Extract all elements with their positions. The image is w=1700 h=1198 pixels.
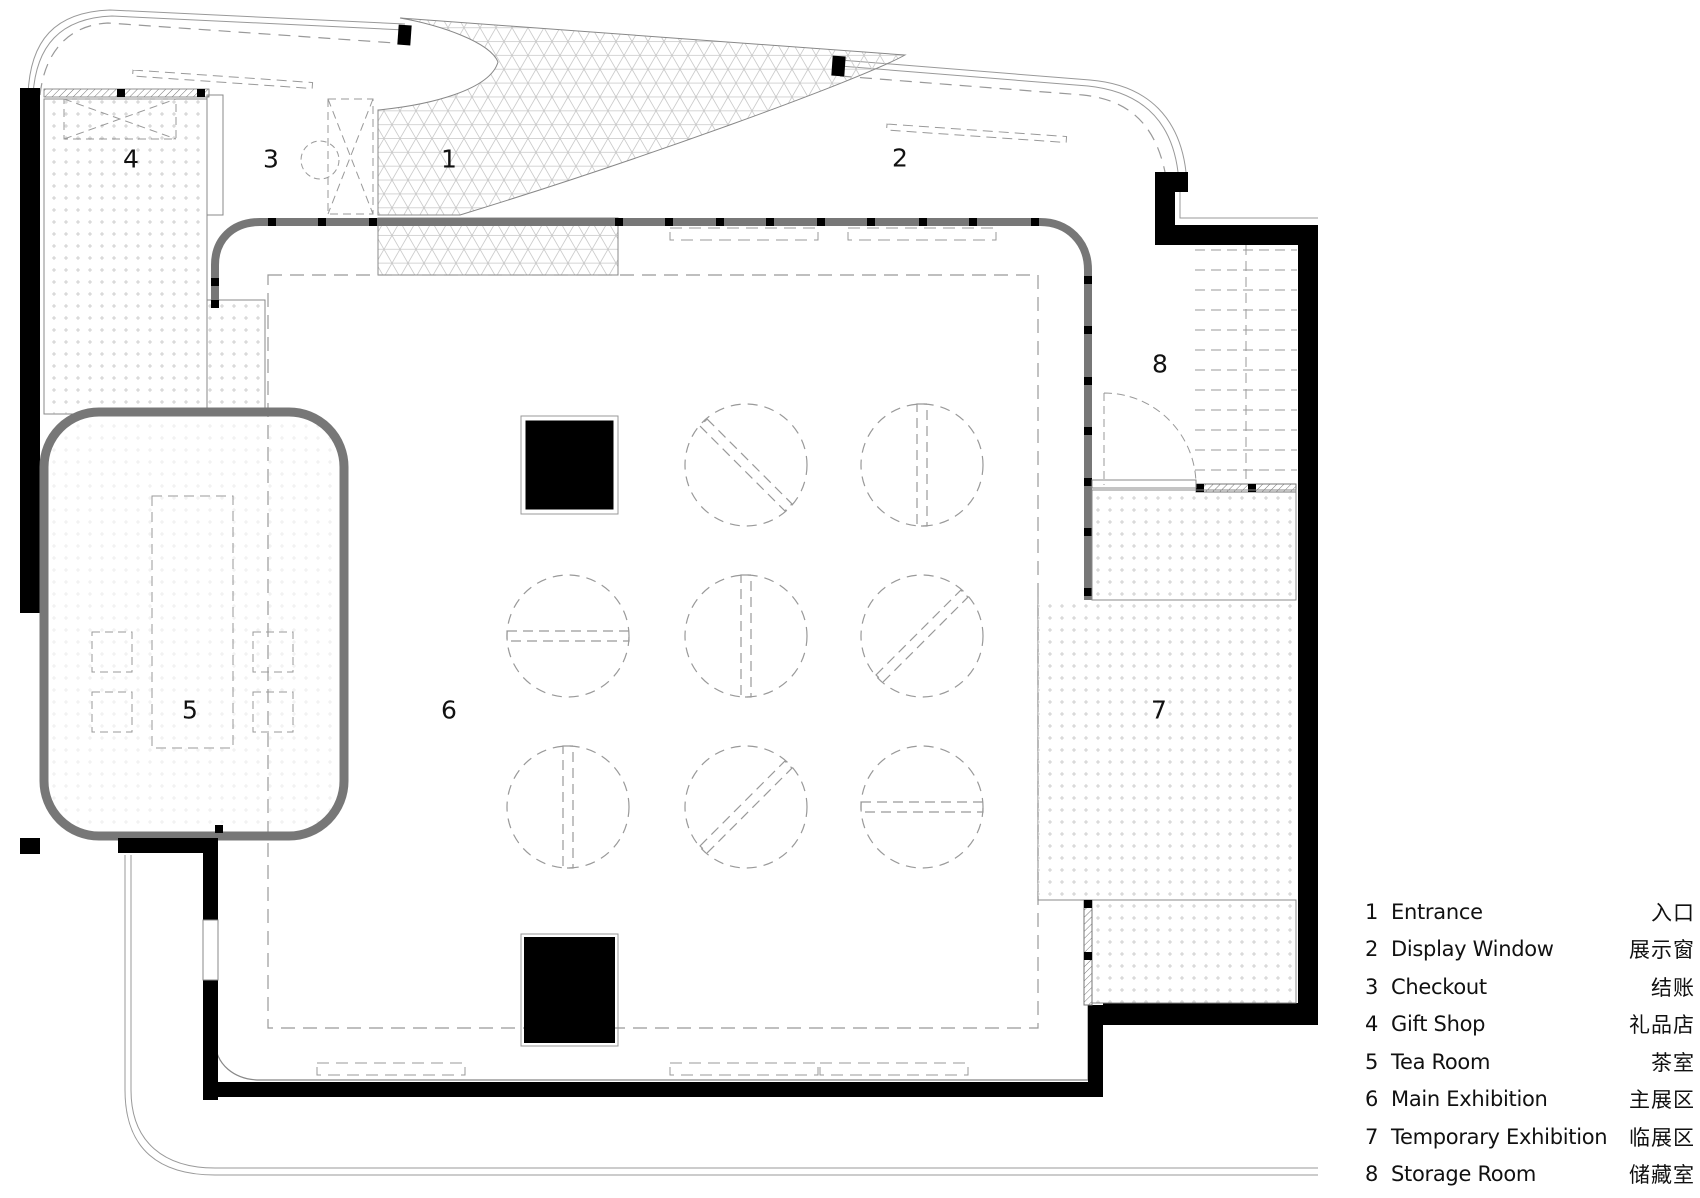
legend-number: 6 — [1365, 1087, 1379, 1112]
wall-west — [20, 88, 40, 613]
facade-outline — [27, 9, 1318, 1176]
legend-item: 2 Display Window 展示窗 — [1365, 931, 1695, 969]
entrance-floor — [377, 17, 907, 216]
legend-number: 4 — [1365, 1012, 1379, 1037]
legend: 1 Entrance 入口 2 Display Window 展示窗 3 Che… — [1365, 893, 1695, 1193]
legend-number: 8 — [1365, 1162, 1379, 1187]
room-label-7: 7 — [1151, 695, 1167, 725]
legend-label-en: Storage Room — [1391, 1162, 1537, 1187]
room-label-6: 6 — [441, 695, 457, 725]
legend-item: 4 Gift Shop 礼品店 — [1365, 1006, 1695, 1044]
legend-label-zh: 结账 — [1651, 975, 1695, 1000]
legend-label-zh: 入口 — [1651, 900, 1695, 925]
legend-label-en: Gift Shop — [1391, 1012, 1486, 1037]
legend-item: 5 Tea Room 茶室 — [1365, 1043, 1695, 1081]
storage-shelves — [1195, 245, 1297, 485]
legend-label-en: Main Exhibition — [1391, 1087, 1548, 1112]
legend-label-zh: 礼品店 — [1629, 1013, 1695, 1038]
display-frames — [132, 69, 1068, 144]
room-label-8: 8 — [1152, 349, 1168, 379]
pedestal-bottom — [524, 937, 615, 1043]
entrance-threshold — [377, 217, 619, 276]
room-label-3: 3 — [263, 144, 279, 174]
legend-label-zh: 茶室 — [1651, 1050, 1695, 1075]
legend-number: 7 — [1365, 1124, 1379, 1149]
legend-label-zh: 展示窗 — [1629, 938, 1695, 963]
exhibit-zone-dashed — [267, 274, 1039, 1029]
legend-item: 1 Entrance 入口 — [1365, 893, 1695, 931]
tea-room — [39, 407, 349, 841]
tea-table — [151, 495, 234, 749]
pedestal-top — [522, 417, 617, 513]
wall-south — [203, 1082, 1103, 1097]
legend-label-zh: 主展区 — [1629, 1088, 1695, 1113]
legend-number: 1 — [1365, 899, 1379, 924]
column-posts — [211, 218, 1092, 596]
facade-dashed — [39, 22, 1166, 173]
gift-shop-counter — [63, 98, 177, 140]
legend-item: 6 Main Exhibition 主展区 — [1365, 1081, 1695, 1119]
legend-number: 3 — [1365, 974, 1379, 999]
legend-label-en: Tea Room — [1391, 1049, 1491, 1074]
room-label-4: 4 — [123, 144, 139, 174]
legend-label-en: Checkout — [1391, 974, 1487, 999]
room-label-2: 2 — [892, 143, 908, 173]
legend-item: 3 Checkout 结账 — [1365, 968, 1695, 1006]
legend-number: 5 — [1365, 1049, 1379, 1074]
room-label-5: 5 — [182, 695, 198, 725]
gift-shop-floor — [43, 98, 208, 415]
legend-label-zh: 临展区 — [1629, 1125, 1695, 1150]
room-label-1: 1 — [441, 144, 457, 174]
legend-number: 2 — [1365, 937, 1379, 962]
legend-label-en: Temporary Exhibition — [1391, 1124, 1608, 1149]
legend-label-en: Display Window — [1391, 937, 1554, 962]
legend-item: 8 Storage Room 储藏室 — [1365, 1156, 1695, 1194]
temp-exhibition-floor — [1091, 489, 1297, 601]
legend-label-zh: 储藏室 — [1629, 1163, 1695, 1188]
legend-label-en: Entrance — [1391, 899, 1483, 924]
legend-item: 7 Temporary Exhibition 临展区 — [1365, 1118, 1695, 1156]
